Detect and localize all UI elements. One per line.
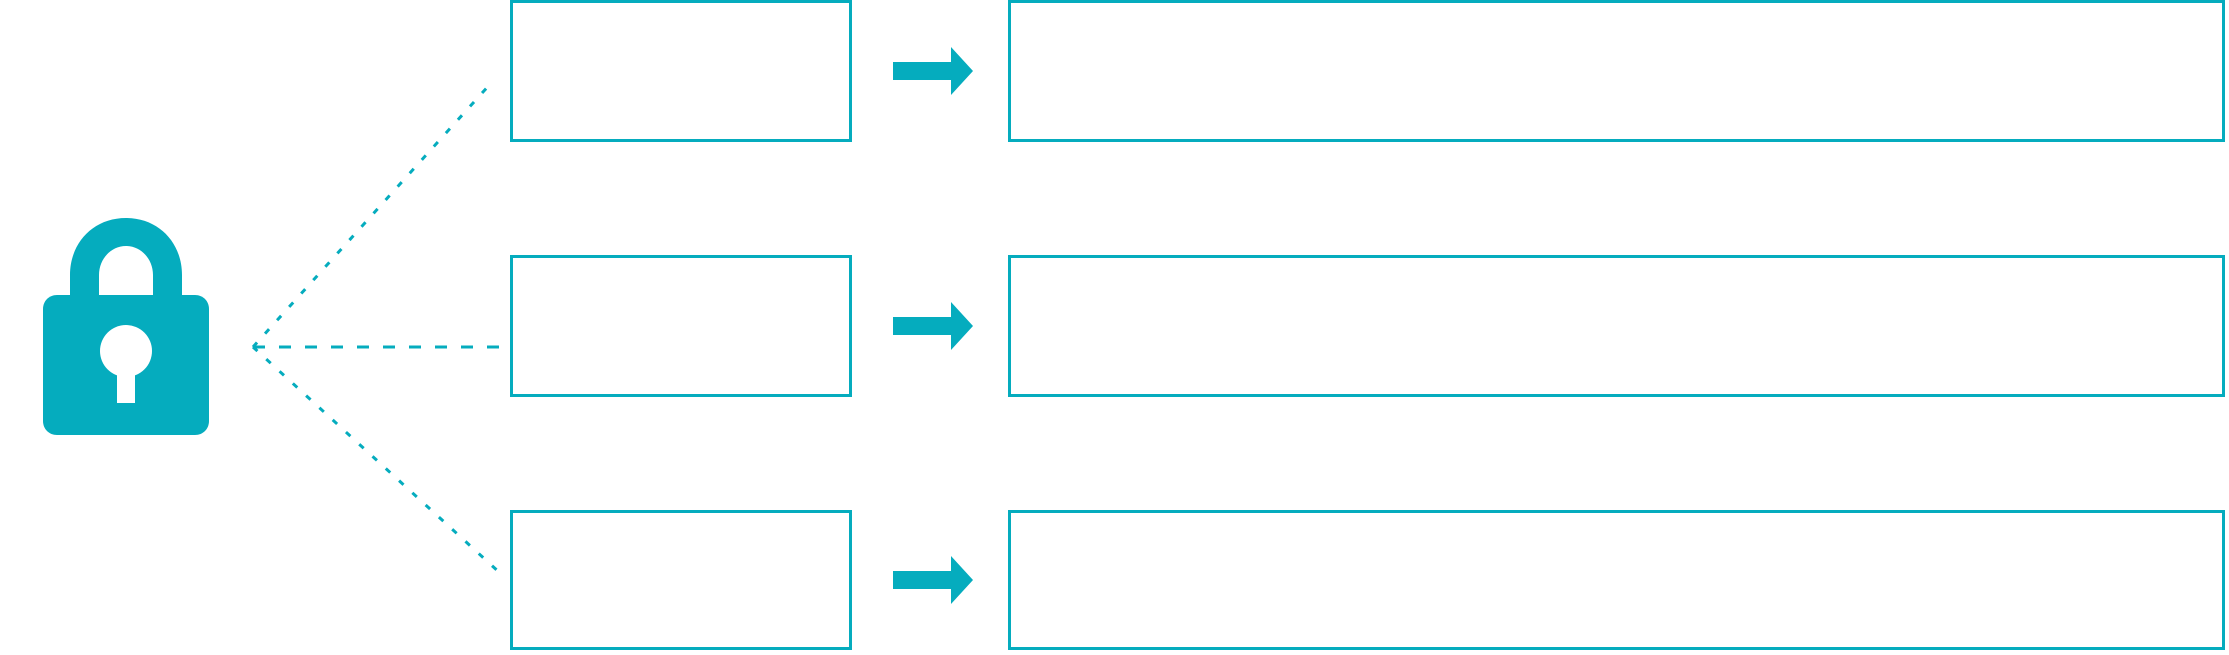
- lock-icon: [43, 218, 209, 435]
- output-box-2-label: [1011, 258, 2222, 278]
- input-box-1-label: [513, 3, 849, 23]
- input-box-3[interactable]: [510, 510, 852, 650]
- connector-line-top: [251, 80, 494, 349]
- right-arrow-icon: [893, 302, 973, 350]
- output-box-2[interactable]: [1008, 255, 2225, 397]
- input-box-1[interactable]: [510, 0, 852, 142]
- output-box-1-label: [1011, 3, 2222, 23]
- output-box-3[interactable]: [1008, 510, 2225, 650]
- right-arrow-icon: [893, 47, 973, 95]
- right-arrow-icon: [893, 556, 973, 604]
- output-box-1[interactable]: [1008, 0, 2225, 142]
- input-box-2[interactable]: [510, 255, 852, 397]
- input-box-3-label: [513, 513, 849, 533]
- output-box-3-label: [1011, 513, 2222, 533]
- input-box-2-label: [513, 258, 849, 278]
- connector-line-bottom: [251, 345, 502, 575]
